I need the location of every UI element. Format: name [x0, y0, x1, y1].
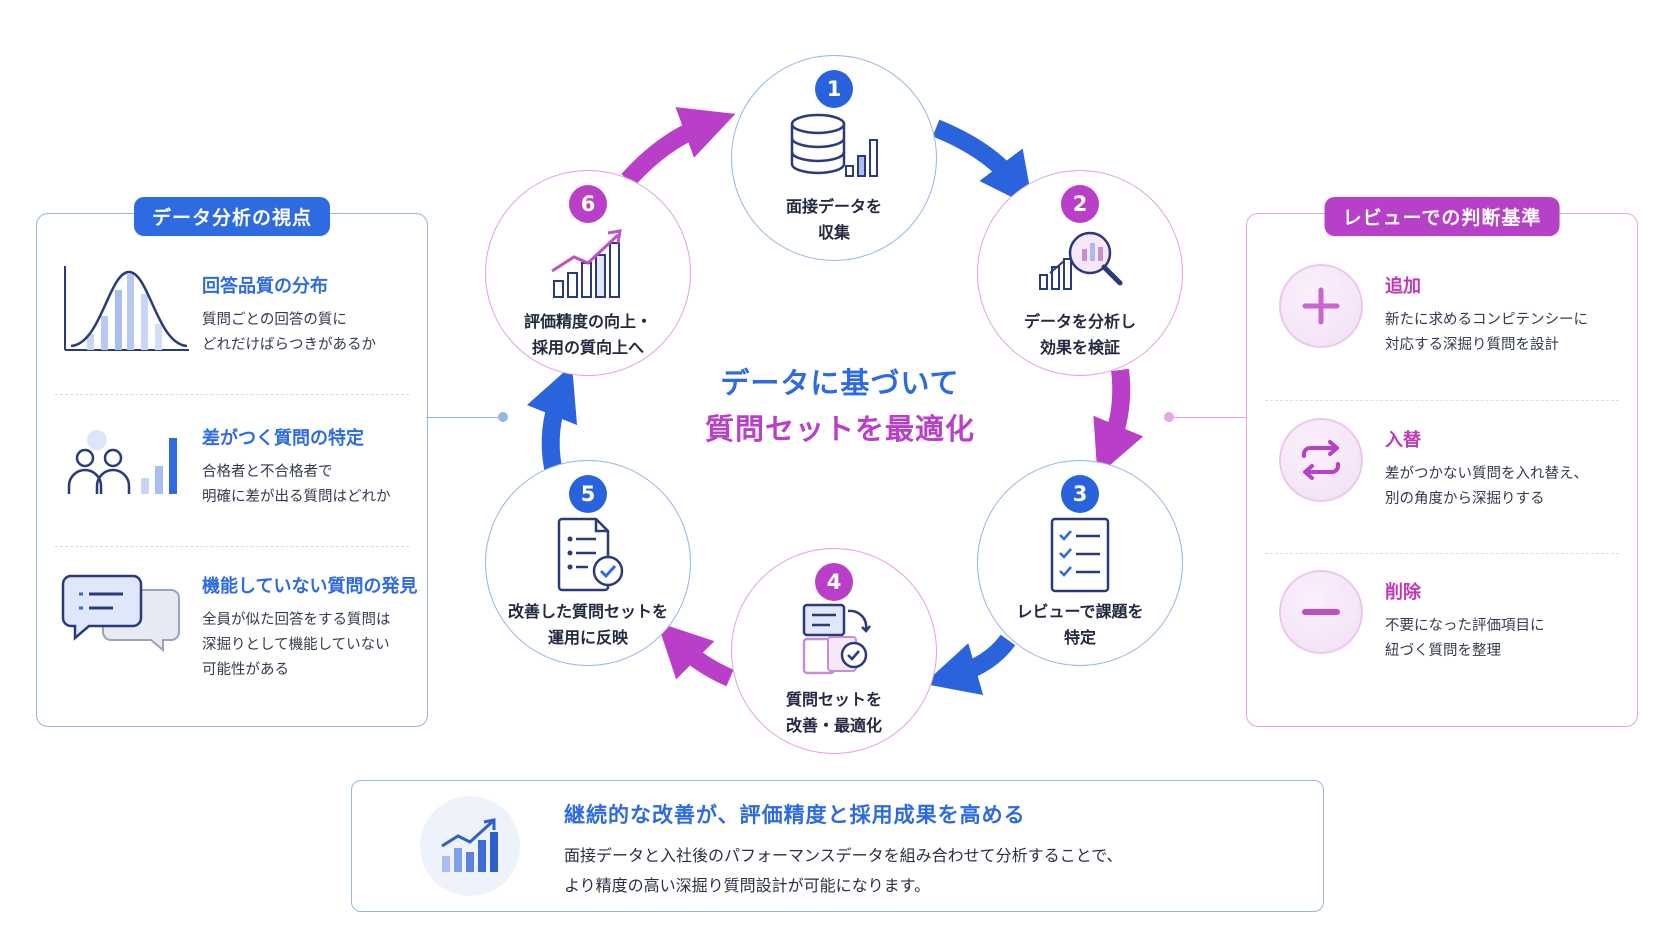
item-title: 削除 — [1385, 582, 1421, 603]
right-connector-dot — [1164, 412, 1174, 422]
list-item: 入替 差がつかない質問を入れ替え、 別の角度から深掘りする — [1247, 378, 1637, 528]
item-desc: 新たに求めるコンピテンシーに 対応する深掘り質問を設計 — [1385, 312, 1588, 353]
step-number: 6 — [569, 185, 607, 223]
summary-title: 継続的な改善が、評価精度と採用成果を高める — [564, 803, 1026, 827]
trend-chart-icon — [538, 225, 638, 305]
item-desc: 質問ごとの回答の質に どれだけばらつきがあるか — [202, 312, 376, 353]
analysis-perspective-panel: データ分析の視点 回答品質の分布 質問ごとの回答の質に どれだけばらつきがあるか — [36, 197, 428, 727]
step-label: レビューで課題を 特定 — [1016, 602, 1144, 647]
arrow-3-to-4 — [923, 634, 1016, 696]
clipboard-check-icon — [538, 515, 638, 595]
step-label: 質問セットを 改善・最適化 — [785, 690, 882, 735]
center-line-1: データに基づいて — [720, 366, 960, 400]
growth-chart-icon — [420, 796, 520, 896]
step-number: 2 — [1061, 185, 1099, 223]
item-desc: 差がつかない質問を入れ替え、 別の角度から深掘りする — [1385, 466, 1588, 507]
item-title: 差がつく質問の特定 — [202, 428, 364, 449]
arrow-6-to-1 — [621, 107, 736, 187]
cycle-step-5: 5 改善した質問セットを 運用に反映 — [485, 460, 691, 666]
divider — [55, 546, 409, 547]
cycle-step-6: 6 評価精度の向上・ 採用の質向上へ — [485, 170, 691, 376]
step-number: 4 — [815, 563, 853, 601]
divider — [1265, 553, 1619, 554]
item-title: 追加 — [1385, 276, 1421, 297]
item-desc: 合格者と不合格者で 明確に差が出る質問はどれか — [202, 464, 391, 505]
left-connector-dot — [498, 412, 508, 422]
right-connector-line — [1168, 417, 1246, 418]
list-item: 機能していない質問の発見 全員が似た回答をする質問は 深掘りとして機能していない… — [37, 524, 427, 678]
document-refresh-icon — [784, 601, 884, 681]
summary-desc: 面接データと入社後のパフォーマンスデータを組み合わせて分析することで、 より精度… — [564, 846, 1123, 895]
item-desc: 不要になった評価項目に 紐づく質問を整理 — [1385, 618, 1545, 659]
bell-curve-chart-icon — [61, 264, 191, 354]
swap-icon — [1279, 418, 1363, 502]
minus-icon — [1279, 570, 1363, 654]
list-item: 回答品質の分布 質問ごとの回答の質に どれだけばらつきがあるか — [37, 224, 427, 374]
chat-bubbles-icon — [61, 564, 191, 654]
cycle-step-3: 3 レビューで課題を 特定 — [977, 460, 1183, 666]
item-title: 機能していない質問の発見 — [202, 576, 418, 597]
item-desc: 全員が似た回答をする質問は 深掘りとして機能していない 可能性がある — [202, 612, 391, 678]
review-criteria-panel: レビューでの判断基準 追加 新たに求めるコンピテンシーに 対応する深掘り質問を設… — [1246, 197, 1638, 727]
step-number: 3 — [1061, 475, 1099, 513]
cycle-step-4: 4 質問セットを 改善・最適化 — [731, 548, 937, 754]
list-item: 削除 不要になった評価項目に 紐づく質問を整理 — [1247, 530, 1637, 680]
cycle-step-2: 2 データを分析し 効果を検証 — [977, 170, 1183, 376]
step-number: 1 — [815, 70, 853, 108]
people-bar-chart-icon — [61, 416, 191, 506]
checklist-icon — [1030, 515, 1130, 595]
step-number: 5 — [569, 475, 607, 513]
left-connector-line — [426, 417, 503, 418]
arrow-4-to-5 — [657, 622, 734, 687]
step-label: 評価精度の向上・ 採用の質向上へ — [523, 312, 652, 357]
cycle-step-1: 1 面接データを 収集 — [731, 55, 937, 261]
step-label: データを分析し 効果を検証 — [1023, 312, 1136, 357]
list-item: 追加 新たに求めるコンピテンシーに 対応する深掘り質問を設計 — [1247, 224, 1637, 374]
item-title: 入替 — [1385, 430, 1421, 451]
divider — [55, 394, 409, 395]
divider — [1265, 400, 1619, 401]
plus-icon — [1279, 264, 1363, 348]
database-icon — [784, 110, 884, 190]
item-title: 回答品質の分布 — [202, 276, 328, 297]
arrow-5-to-6 — [526, 364, 578, 470]
cycle-center-title: データに基づいて 質問セットを最適化 — [680, 360, 1000, 452]
panel-title: データ分析の視点 — [133, 197, 331, 236]
step-label: 面接データを 収集 — [785, 197, 882, 242]
magnifier-chart-icon — [1030, 225, 1130, 305]
arrow-2-to-3 — [1093, 368, 1144, 476]
list-item: 差がつく質問の特定 合格者と不合格者で 明確に差が出る質問はどれか — [37, 376, 427, 526]
arrow-1-to-2 — [932, 119, 1034, 208]
summary-box: 継続的な改善が、評価精度と採用成果を高める 面接データと入社後のパフォーマンスデ… — [351, 780, 1324, 912]
center-line-2: 質問セットを最適化 — [704, 412, 975, 446]
step-label: 改善した質問セットを 運用に反映 — [507, 602, 668, 647]
panel-title: レビューでの判断基準 — [1324, 197, 1560, 236]
